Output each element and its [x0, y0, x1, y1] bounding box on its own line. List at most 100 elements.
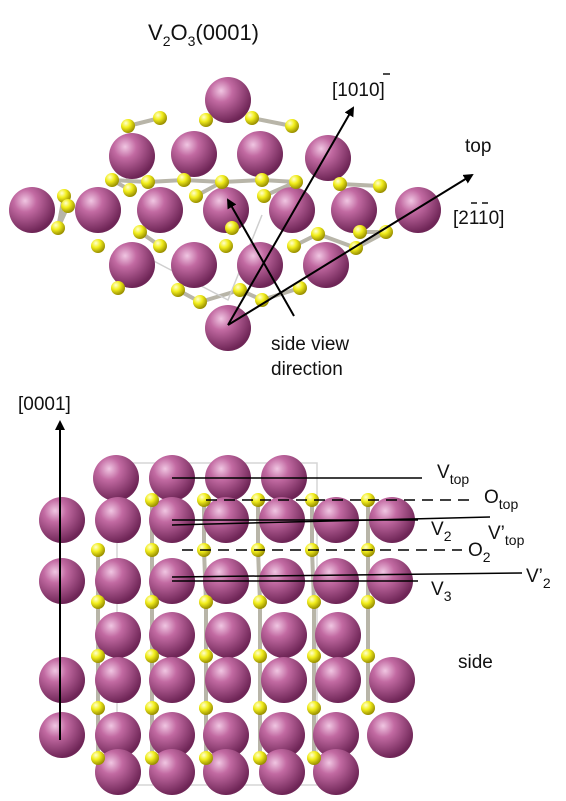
oxygen-atom	[145, 543, 159, 557]
oxygen-atom	[305, 493, 319, 507]
vanadium-atom	[261, 657, 307, 703]
vanadium-atom	[259, 749, 305, 795]
oxygen-atom	[51, 221, 65, 235]
oxygen-atom	[91, 701, 105, 715]
vanadium-atom	[313, 712, 359, 758]
oxygen-atom	[199, 701, 213, 715]
vanadium-atom	[305, 135, 351, 181]
vanadium-atom	[331, 187, 377, 233]
label-layer-v2-prime: V’2	[526, 566, 551, 591]
oxygen-atom	[287, 239, 301, 253]
oxygen-atom	[91, 543, 105, 557]
vanadium-atom	[369, 657, 415, 703]
vanadium-atom	[261, 612, 307, 658]
vanadium-atom	[315, 657, 361, 703]
oxygen-atom	[307, 751, 321, 765]
oxygen-atom	[199, 595, 213, 609]
vanadium-atom	[367, 712, 413, 758]
top-view-panel: [1010] [2110] top side view direction	[9, 73, 504, 380]
oxygen-atom	[145, 751, 159, 765]
label-2110: [2110]	[453, 208, 504, 229]
oxygen-atom	[333, 177, 347, 191]
oxygen-atom	[251, 493, 265, 507]
vanadium-atom	[203, 749, 249, 795]
vanadium-atom	[95, 749, 141, 795]
label-top: top	[465, 136, 491, 157]
oxygen-atom	[285, 119, 299, 133]
oxygen-atom	[91, 649, 105, 663]
oxygen-atom	[215, 175, 229, 189]
vanadium-atom	[149, 749, 195, 795]
oxygen-atom	[253, 595, 267, 609]
vanadium-atom	[395, 187, 441, 233]
label-side: side	[458, 652, 493, 673]
label-layer-vtop-prime: V’top	[488, 523, 525, 548]
oxygen-atom	[133, 225, 147, 239]
oxygen-atom	[145, 493, 159, 507]
oxygen-atom	[361, 649, 375, 663]
label-layer-vtop: Vtop	[437, 462, 469, 487]
oxygen-atom	[307, 649, 321, 663]
oxygen-atom	[197, 493, 211, 507]
vanadium-atom	[9, 187, 55, 233]
vanadium-atom	[95, 497, 141, 543]
oxygen-atom	[121, 119, 135, 133]
label-layer-o2: O2	[468, 540, 491, 565]
oxygen-atom	[123, 183, 137, 197]
vanadium-atom	[237, 242, 283, 288]
oxygen-atom	[199, 113, 213, 127]
layer-line-vtop-prime	[171, 516, 491, 526]
vanadium-atom	[95, 612, 141, 658]
oxygen-atom	[257, 189, 271, 203]
oxygen-atom	[225, 221, 239, 235]
label-side-view: side view	[271, 334, 349, 355]
oxygen-atom	[245, 111, 259, 125]
top-view-atoms	[9, 77, 441, 351]
oxygen-atom	[311, 227, 325, 241]
vanadium-atom	[149, 712, 195, 758]
vanadium-atom	[259, 712, 305, 758]
oxygen-atom	[289, 175, 303, 189]
label-0001: [0001]	[18, 394, 71, 415]
vanadium-atom	[205, 657, 251, 703]
vanadium-atom	[237, 131, 283, 177]
oxygen-atom	[253, 649, 267, 663]
vanadium-atom	[313, 749, 359, 795]
vanadium-atom	[149, 657, 195, 703]
oxygen-atom	[91, 595, 105, 609]
vanadium-atom	[39, 558, 85, 604]
vanadium-atom	[95, 712, 141, 758]
vanadium-atom	[95, 657, 141, 703]
oxygen-atom	[199, 649, 213, 663]
oxygen-atom	[307, 595, 321, 609]
vanadium-atom	[205, 305, 251, 351]
vanadium-atom	[171, 242, 217, 288]
oxygen-atom	[255, 173, 269, 187]
vanadium-atom	[205, 612, 251, 658]
arrow-side-view-direction	[227, 198, 295, 317]
oxygen-atom	[373, 179, 387, 193]
vanadium-atom	[203, 712, 249, 758]
arrow-1010	[227, 106, 354, 326]
oxygen-atom	[255, 293, 269, 307]
oxygen-atom	[153, 111, 167, 125]
oxygen-atom	[293, 281, 307, 295]
oxygen-atom	[379, 225, 393, 239]
oxygen-atom	[361, 595, 375, 609]
side-view-atoms	[39, 455, 415, 795]
vanadium-atom	[171, 131, 217, 177]
oxygen-atom	[153, 239, 167, 253]
oxygen-atom	[171, 283, 185, 297]
oxygen-atom	[353, 225, 367, 239]
label-layer-otop: Otop	[484, 487, 518, 512]
oxygen-atom	[253, 701, 267, 715]
oxygen-atom	[219, 239, 233, 253]
oxygen-atom	[307, 701, 321, 715]
vanadium-atom	[39, 657, 85, 703]
oxygen-atom	[145, 649, 159, 663]
layer-line-v2-prime	[171, 572, 523, 578]
vanadium-atom	[315, 612, 361, 658]
arrow-2110	[227, 173, 474, 326]
vanadium-atom	[39, 712, 85, 758]
